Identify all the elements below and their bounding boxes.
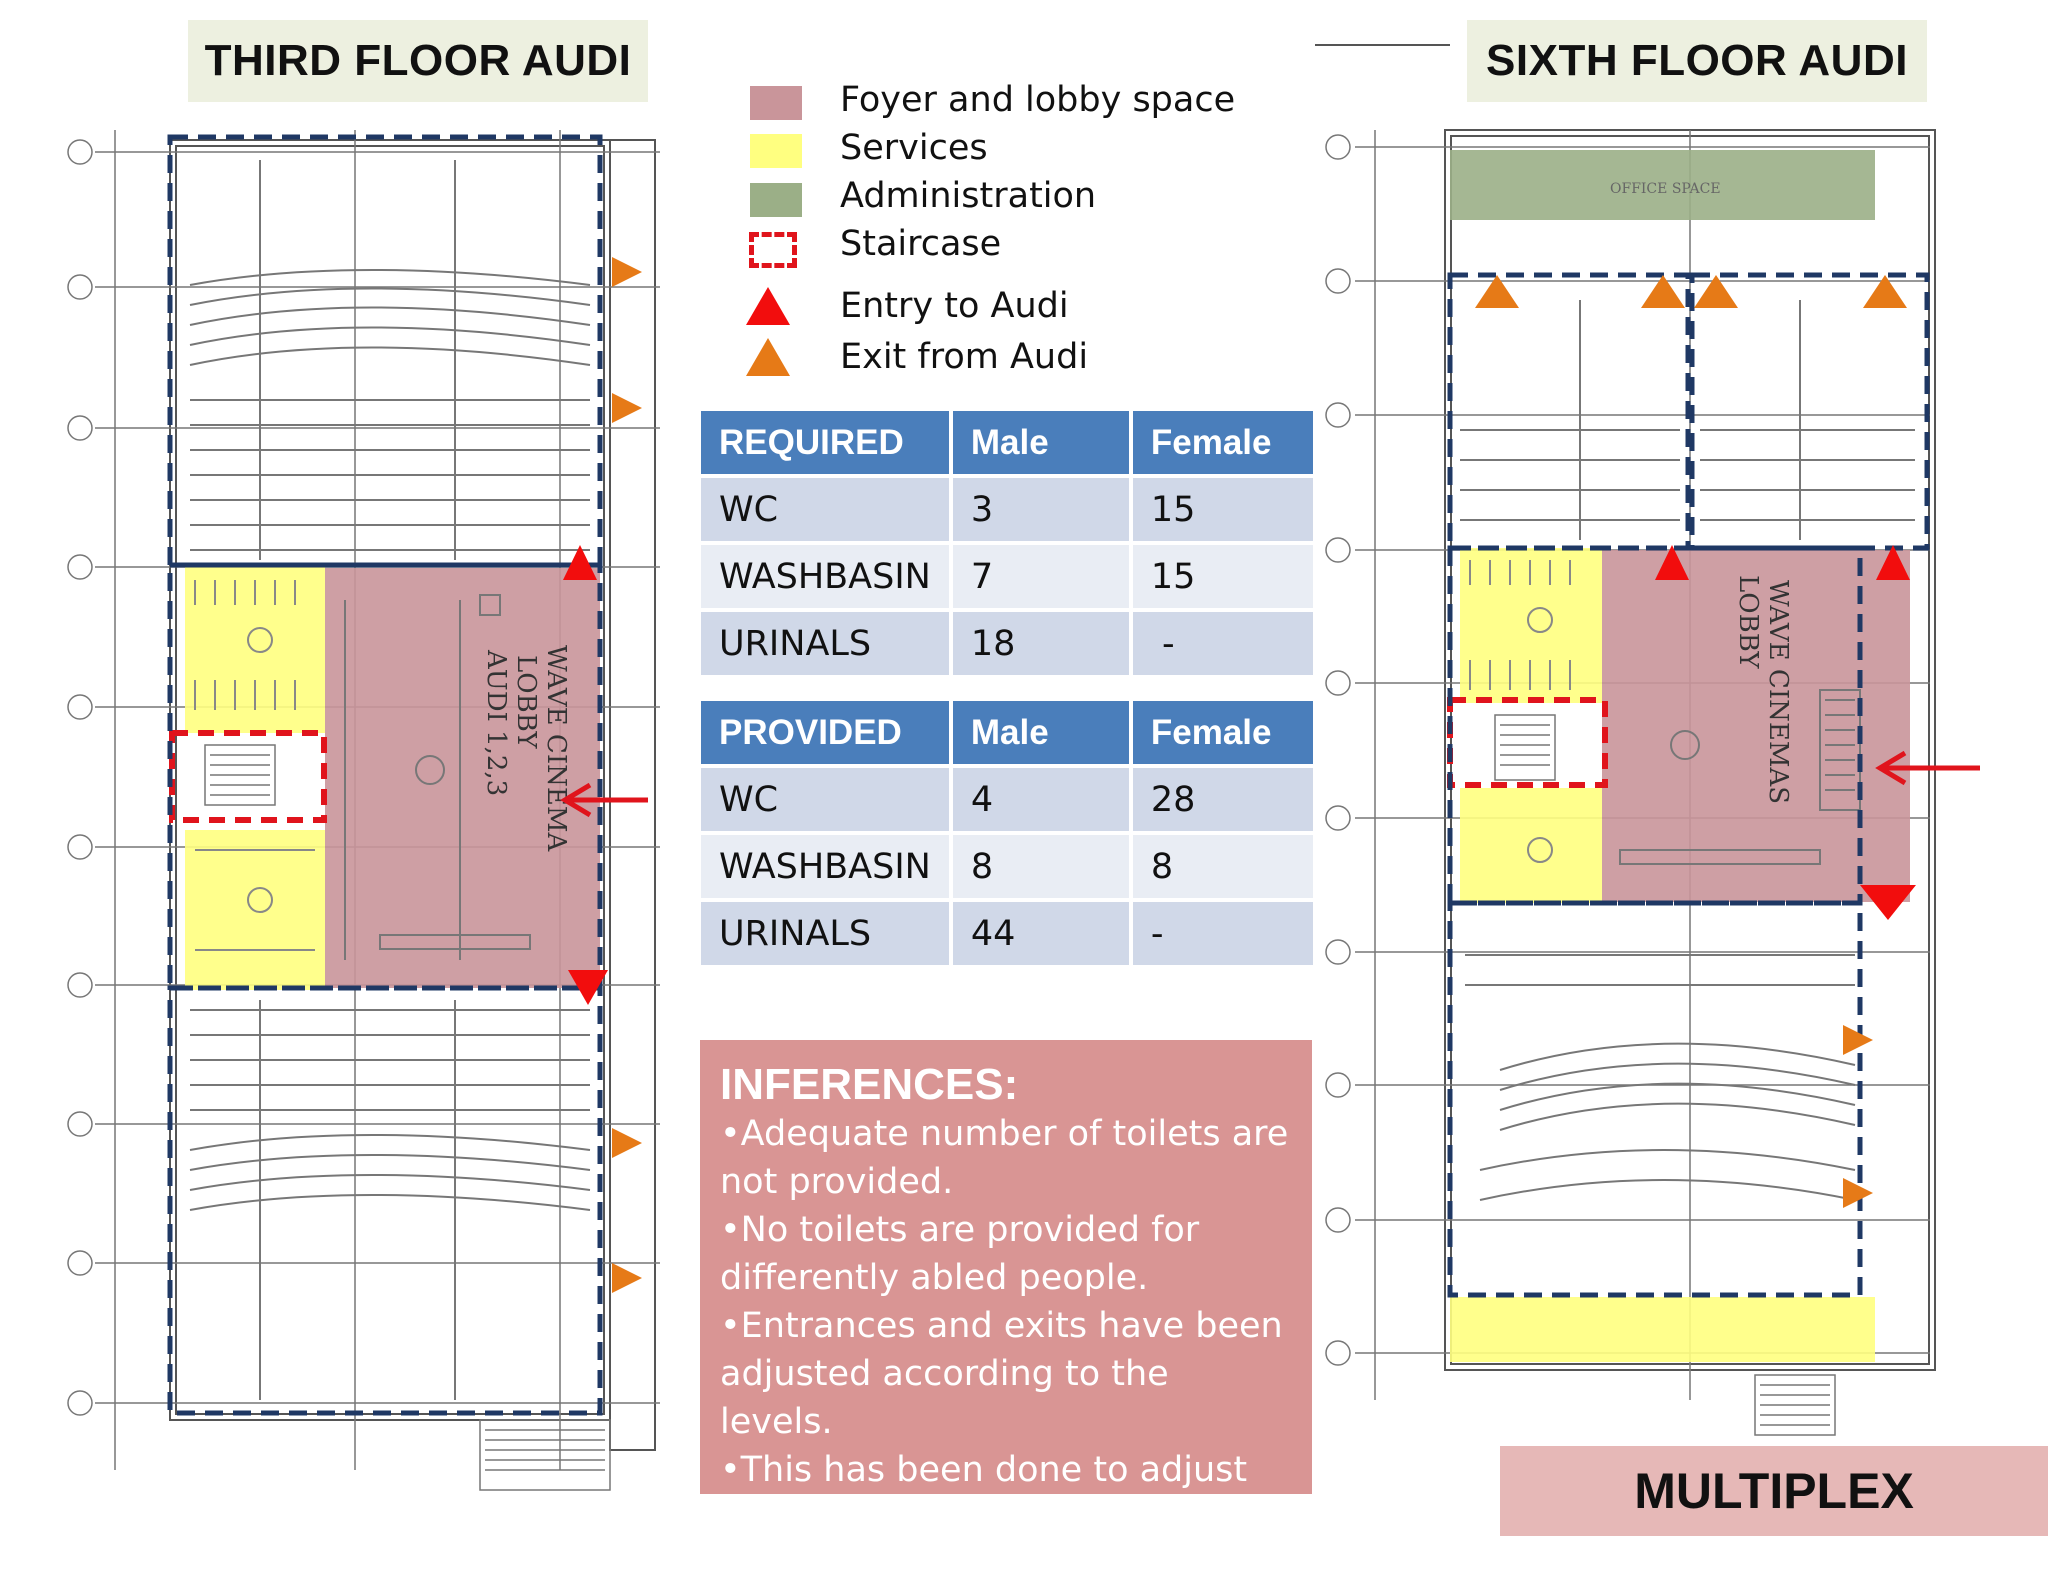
exit-triangle-icon — [612, 1128, 642, 1158]
required-table: REQUIRED Male Female WC 3 15 WASHBASIN 7… — [697, 407, 1317, 679]
entrance-arrow-icon — [560, 782, 648, 818]
exit-triangle-icon — [1475, 275, 1519, 308]
table-header-cell: REQUIRED — [701, 411, 949, 474]
third-floor-title: THIRD FLOOR AUDI — [188, 20, 648, 102]
exit-triangle-icon — [1694, 275, 1738, 308]
table-cell: 44 — [952, 902, 1129, 965]
table-cell: 18 — [952, 612, 1129, 675]
table-cell: 15 — [1132, 478, 1313, 541]
orange-triangle-icon — [746, 338, 790, 376]
table-cell: WC — [701, 478, 949, 541]
table-cell: 3 — [952, 478, 1129, 541]
exit-triangle-icon — [1843, 1178, 1873, 1208]
exit-triangle-icon — [612, 393, 642, 423]
left-lobby-label-2: LOBBY — [511, 655, 541, 749]
provided-table: PROVIDED Male Female WC 4 28 WASHBASIN 8… — [697, 697, 1317, 969]
legend-label-entry: Entry to Audi — [840, 286, 1069, 326]
staircase-right — [1447, 697, 1608, 788]
sixth-floor-plan: OFFICE SPACE WAVE CINEMAS LOBBY — [1315, 44, 1980, 1436]
table-row: URINALS 44 - — [701, 902, 1313, 965]
legend-label-services: Services — [840, 128, 988, 168]
entry-triangle-icon — [568, 970, 608, 1005]
office-space-label: OFFICE SPACE — [1610, 181, 1721, 197]
sixth-floor-title: SIXTH FLOOR AUDI — [1467, 20, 1927, 102]
table-cell: - — [1132, 902, 1313, 965]
right-lobby-label-1: WAVE CINEMAS — [1763, 580, 1793, 804]
table-row: WC 4 28 — [701, 768, 1313, 831]
table-row: WASHBASIN 7 15 — [701, 545, 1313, 608]
inference-item: •This has been done to adjust the flow o… — [720, 1450, 1248, 1586]
table-row: WC 3 15 — [701, 478, 1313, 541]
table-cell: - — [1132, 612, 1313, 675]
left-lobby-label-3: AUDI 1,2,3 — [481, 649, 511, 796]
table-cell: 4 — [952, 768, 1129, 831]
inference-item: •Adequate number of toilets are not prov… — [720, 1114, 1289, 1202]
exit-triangle-icon — [1641, 275, 1685, 308]
table-row: WASHBASIN 8 8 — [701, 835, 1313, 898]
legend-swatch-administration — [750, 183, 802, 217]
table-header-row: PROVIDED Male Female — [701, 701, 1313, 764]
legend-swatch-staircase — [749, 232, 797, 268]
exit-triangle-icon — [612, 1263, 642, 1293]
table-header-cell: PROVIDED — [701, 701, 949, 764]
table-cell: WC — [701, 768, 949, 831]
inference-item: •No toilets are provided for differently… — [720, 1210, 1200, 1298]
table-header-row: REQUIRED Male Female — [701, 411, 1313, 474]
table-cell: WASHBASIN — [701, 835, 949, 898]
multiplex-label: MULTIPLEX — [1500, 1446, 2048, 1536]
legend-swatch-services — [750, 134, 802, 168]
table-cell: WASHBASIN — [701, 545, 949, 608]
legend-label-administration: Administration — [840, 176, 1097, 216]
table-row: URINALS 18 - — [701, 612, 1313, 675]
table-cell: 8 — [1132, 835, 1313, 898]
table-header-cell: Female — [1132, 701, 1313, 764]
entry-triangle-icon — [563, 545, 597, 580]
entry-triangle-icon — [1876, 545, 1910, 580]
red-triangle-icon — [746, 287, 790, 325]
exit-triangle-icon — [1843, 1025, 1873, 1055]
exit-triangle-icon — [1863, 275, 1907, 308]
inference-item: •Entrances and exits have been adjusted … — [720, 1306, 1283, 1442]
legend-label-staircase: Staircase — [840, 224, 1002, 264]
inferences-title: INFERENCES: — [720, 1060, 1019, 1109]
table-cell: 7 — [952, 545, 1129, 608]
table-cell: URINALS — [701, 612, 949, 675]
staircase-left — [169, 730, 327, 823]
entrance-arrow-icon — [1875, 750, 1980, 786]
table-cell: 15 — [1132, 545, 1313, 608]
legend-label-exit: Exit from Audi — [840, 337, 1089, 377]
table-header-cell: Male — [952, 701, 1129, 764]
third-floor-plan: WAVE CINEMA LOBBY AUDI 1,2,3 — [67, 130, 660, 1491]
right-lobby-label-2: LOBBY — [1733, 575, 1763, 669]
table-header-cell: Male — [952, 411, 1129, 474]
table-header-cell: Female — [1132, 411, 1313, 474]
table-cell: URINALS — [701, 902, 949, 965]
entry-triangle-icon — [1860, 885, 1916, 920]
table-cell: 28 — [1132, 768, 1313, 831]
exit-triangle-icon — [612, 257, 642, 287]
inferences-box: INFERENCES: •Adequate number of toilets … — [700, 1040, 1312, 1586]
legend-swatch-foyer — [750, 86, 802, 120]
legend-label-foyer: Foyer and lobby space — [840, 80, 1236, 120]
table-cell: 8 — [952, 835, 1129, 898]
left-lobby-label-1: WAVE CINEMA — [541, 645, 571, 852]
entry-triangle-icon — [1655, 545, 1689, 580]
